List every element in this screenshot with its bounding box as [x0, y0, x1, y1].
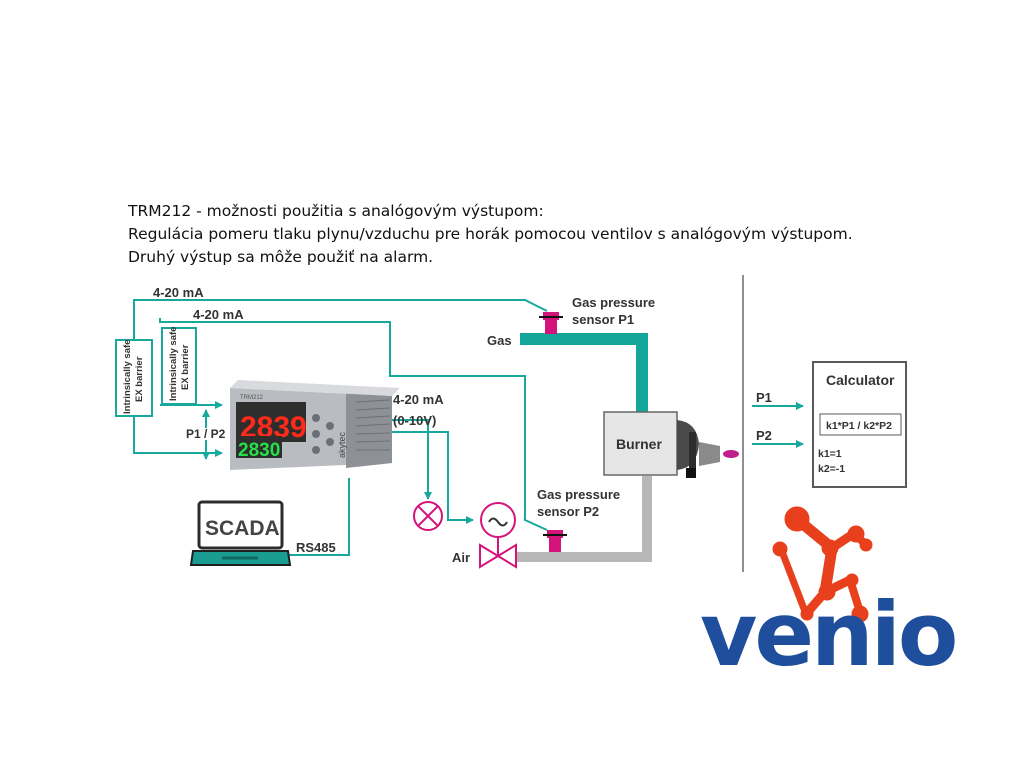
- display-bottom: 2830: [238, 440, 280, 461]
- calculator-title: Calculator: [826, 372, 895, 388]
- ex-barrier-2-label-1: Intrinsically safe: [168, 327, 179, 401]
- air-pipe: [515, 476, 652, 562]
- p1p2-label: P1 / P2: [186, 427, 226, 441]
- calculator-formula: k1*P1 / k2*P2: [826, 420, 892, 432]
- intro-text: TRM212 - možnosti použitia s analógovým …: [128, 200, 988, 269]
- sensor-p1-label-1: Gas pressure: [572, 295, 655, 310]
- ex-barrier-2: [161, 327, 197, 405]
- ex-barrier-1: [115, 339, 153, 417]
- signal-lines: [133, 299, 804, 556]
- trm212-device: 2839 2830 TRM212 akytec: [230, 380, 400, 470]
- signal-label-second: 4-20 mA: [193, 307, 244, 322]
- intro-line-1: TRM212 - možnosti použitia s analógovým …: [128, 202, 544, 220]
- sensor-p2: [543, 530, 567, 552]
- sensor-p2-label-1: Gas pressure: [537, 487, 620, 502]
- sensor-p1: [539, 312, 563, 334]
- output-range-label: (0-10V): [393, 413, 436, 428]
- ex-barrier-1-label-1: Intrinsically safe: [122, 340, 133, 414]
- air-label: Air: [452, 550, 470, 565]
- venio-logo-word: venio: [700, 583, 958, 686]
- intro-line-2: Regulácia pomeru tlaku plynu/vzduchu pre…: [128, 225, 853, 243]
- calculator-k2: k2=-1: [818, 463, 845, 475]
- gas-label: Gas: [487, 333, 512, 348]
- output-signal-label: 4-20 mA: [393, 392, 444, 407]
- signal-label-top: 4-20 mA: [153, 285, 204, 300]
- calculator-input-p1: P1: [756, 390, 772, 405]
- flame-icon: [723, 450, 739, 458]
- sensor-p1-label-2: sensor P1: [572, 312, 634, 327]
- valve-indicator-icon: [413, 501, 443, 531]
- burner: Burner: [603, 411, 739, 478]
- scada-laptop: SCADA: [189, 500, 292, 566]
- gas-pipe: [520, 333, 648, 412]
- calculator: Calculator k1*P1 / k2*P2 k1=1 k2=-1: [812, 361, 907, 488]
- rs485-label: RS485: [296, 540, 336, 555]
- burner-label: Burner: [616, 436, 662, 452]
- calculator-input-p2: P2: [756, 428, 772, 443]
- device-brand: akytec: [337, 431, 347, 458]
- air-valve-icon: [479, 543, 517, 569]
- calculator-k1: k1=1: [818, 448, 842, 460]
- ex-barrier-2-label-2: EX barrier: [180, 344, 191, 390]
- intro-line-3: Druhý výstup sa môže použiť na alarm.: [128, 248, 434, 266]
- sensor-p2-label-2: sensor P2: [537, 504, 599, 519]
- ex-barrier-1-label-2: EX barrier: [134, 356, 145, 402]
- actuator-icon: [480, 502, 516, 555]
- scada-label: SCADA: [205, 517, 280, 540]
- device-model: TRM212: [240, 395, 264, 401]
